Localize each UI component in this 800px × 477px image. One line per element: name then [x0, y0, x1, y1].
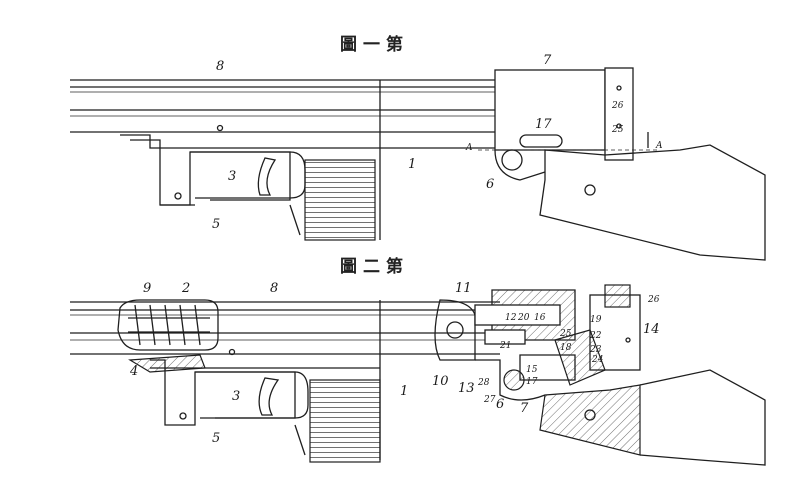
label-14: 14 [643, 322, 660, 337]
label-22: 22 [589, 331, 602, 341]
label-5: 5 [212, 217, 220, 232]
label-18: 18 [560, 343, 572, 353]
label-26: 26 [611, 101, 624, 111]
label-8: 8 [216, 59, 224, 74]
figure-1: 圖一第 [70, 34, 766, 261]
label-20: 20 [517, 313, 530, 323]
label-17: 17 [526, 377, 538, 387]
label-28: 28 [477, 378, 490, 388]
label-26: 26 [647, 295, 660, 305]
label-16: 16 [534, 313, 546, 323]
label-6: 6 [496, 397, 504, 412]
label-19: 19 [590, 315, 602, 325]
label-3: 3 [232, 389, 240, 404]
label-24: 24 [591, 355, 604, 365]
figure-2-title: 圖二第 [340, 256, 409, 277]
label-1: 1 [408, 157, 416, 172]
label-1: 1 [400, 384, 408, 399]
label-3: 3 [228, 169, 236, 184]
label-15: 15 [526, 365, 538, 375]
label-9: 9 [143, 281, 151, 296]
label-11: 11 [455, 281, 472, 296]
label-25: 25 [611, 125, 624, 135]
label-7: 7 [543, 53, 552, 68]
label-27: 27 [483, 395, 496, 405]
label-25: 25 [559, 329, 572, 339]
label-21: 21 [499, 341, 511, 351]
label-23: 23 [589, 345, 602, 355]
figure-1-title: 圖一第 [340, 34, 409, 55]
label-4: 4 [129, 364, 138, 379]
label-5: 5 [212, 431, 220, 446]
figure-2: 圖二第 [70, 256, 766, 466]
label-8: 8 [270, 281, 278, 296]
label-A-left: A [465, 143, 473, 153]
label-10: 10 [432, 374, 449, 389]
label-13: 13 [458, 381, 475, 396]
label-6: 6 [486, 177, 494, 192]
label-12: 12 [505, 313, 517, 323]
label-7: 7 [520, 401, 529, 416]
label-2: 2 [181, 281, 190, 296]
label-17: 17 [535, 117, 552, 132]
label-A-right: A [655, 141, 663, 151]
